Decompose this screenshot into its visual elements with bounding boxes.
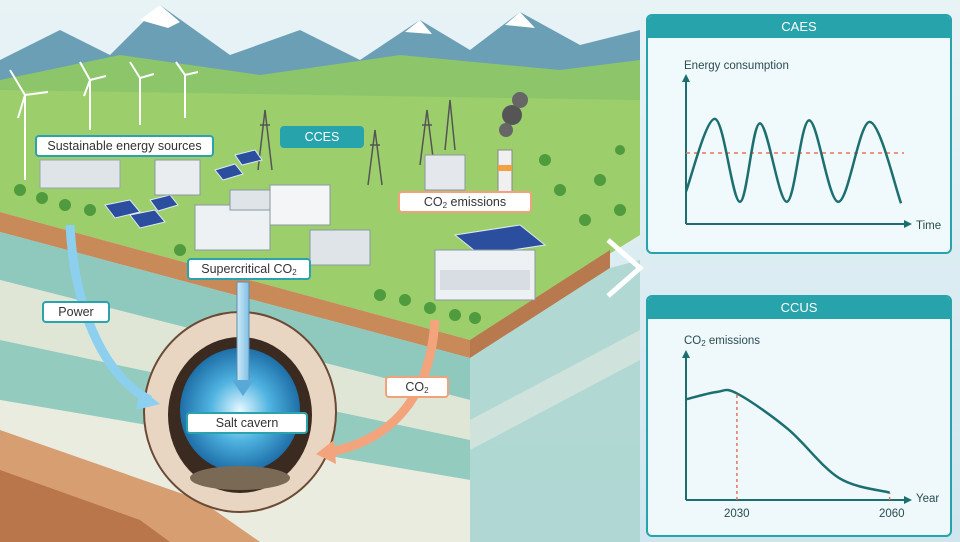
label-power: Power xyxy=(42,301,110,323)
y-axis-arrow-icon xyxy=(682,74,690,82)
emissions-text: emissions xyxy=(447,195,507,209)
supercritical-text: Supercritical CO xyxy=(201,262,293,276)
x-axis-arrow-icon xyxy=(904,496,912,504)
power-arrow xyxy=(65,224,153,405)
co2-subscript: 2 xyxy=(442,201,448,210)
caes-ylabel: Energy consumption xyxy=(684,60,789,72)
ccus-ylabel: CO2 emissions xyxy=(684,335,760,348)
caes-chart xyxy=(682,74,912,228)
ccus-ylabel-co: CO xyxy=(684,335,702,347)
series-line xyxy=(685,388,890,494)
caes-title: CAES xyxy=(648,16,950,38)
supercritical-subscript: 2 xyxy=(292,268,297,277)
label-cces: CCES xyxy=(280,126,364,148)
trees xyxy=(14,145,626,324)
caes-xlabel: Time xyxy=(916,220,942,232)
label-sustainable-energy-sources: Sustainable energy sources xyxy=(35,135,214,157)
co2-arrow-subscript: 2 xyxy=(424,386,429,395)
caes-panel: CAES Energy consumption Time xyxy=(646,14,952,254)
buildings xyxy=(39,92,536,301)
ccus-title: CCUS xyxy=(648,297,950,319)
chevron-right-icon xyxy=(606,238,644,298)
wind-turbines xyxy=(9,61,199,180)
ccus-tick-2060: 2060 xyxy=(879,508,905,520)
series-line xyxy=(684,117,903,204)
ccus-xlabel: Year xyxy=(916,493,940,505)
label-supercritical-co2: Supercritical CO2 xyxy=(187,258,311,280)
co2-arrow xyxy=(329,319,440,457)
ccus-tick-2030: 2030 xyxy=(724,508,750,520)
ccus-panel: CCUS CO2 emissions Year 2030 2060 xyxy=(646,295,952,537)
ccus-ylabel-rest: emissions xyxy=(705,335,761,347)
ccus-ylabel-sub: 2 xyxy=(701,339,706,348)
y-axis-arrow-icon xyxy=(682,350,690,358)
ccus-chart xyxy=(682,350,912,504)
x-axis-arrow-icon xyxy=(904,220,912,228)
co2-text: CO xyxy=(423,195,443,209)
label-co2-emissions: CO2 emissions xyxy=(398,191,532,213)
soil-layer xyxy=(0,212,470,358)
power-pylons xyxy=(257,99,456,186)
co2-arrow-text: CO xyxy=(405,380,425,394)
label-salt-cavern: Salt cavern xyxy=(186,412,308,434)
label-co2-arrow: CO2 xyxy=(385,376,449,398)
solar-panels xyxy=(104,149,547,256)
co2-injection-pipe xyxy=(236,281,250,383)
